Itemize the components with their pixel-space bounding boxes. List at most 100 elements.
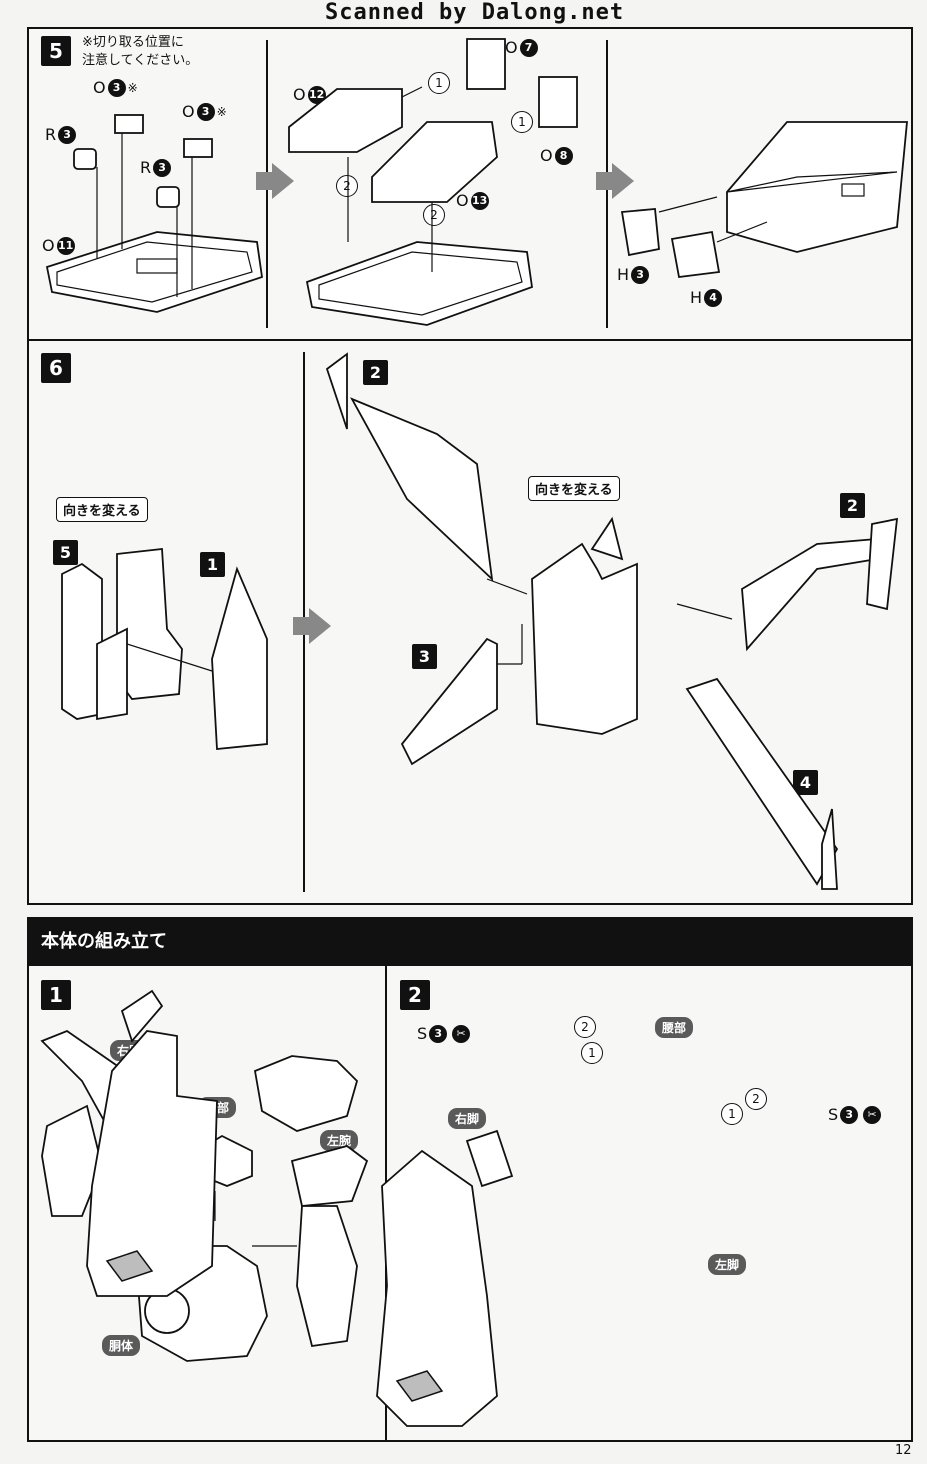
wing-part-2-right: [676, 517, 899, 652]
step6-bubble-left: 向きを変える: [56, 497, 148, 522]
step5-label-o7: O 7: [505, 38, 538, 57]
next-step-arrow: [256, 163, 294, 199]
step5-note: ※切り取る位置に 注意してください。: [82, 35, 199, 68]
part-number: 3: [58, 125, 77, 144]
part-letter: O: [93, 78, 106, 97]
part-number: 3: [153, 158, 172, 177]
booster-block: [61, 548, 183, 721]
part-o13: [371, 121, 498, 272]
step6-number: 6: [41, 353, 71, 383]
next-step-arrow: [293, 608, 331, 644]
step5-label-o8: O 8: [540, 146, 573, 165]
s3-label-right: S 3 ✂: [828, 1105, 882, 1124]
nose-part-1: [211, 566, 268, 750]
part-letter: R: [140, 158, 152, 177]
side-armor-left: [120, 989, 164, 1043]
order-mark: 2: [574, 1016, 596, 1038]
order-mark: 1: [428, 72, 450, 94]
strut-part-3: [400, 624, 523, 766]
part-number: 8: [554, 146, 573, 165]
gate-cut-icon: ✂: [452, 1024, 471, 1043]
body-step2-number: 2: [400, 980, 430, 1010]
page-number: 12: [895, 1443, 912, 1458]
wing-part-2-top: [325, 352, 528, 595]
side-armor-right: [465, 1129, 514, 1188]
part-number: 13: [470, 191, 489, 210]
part-number: 3: [840, 1105, 859, 1124]
part-letter: O: [293, 85, 306, 104]
step5-label-r3-a: R 3: [45, 125, 77, 144]
part-letter: H: [617, 265, 630, 284]
part-number: 7: [519, 38, 538, 57]
label-left-arm: 左腕: [320, 1130, 359, 1151]
part-o7: [466, 38, 506, 90]
body-illustration: [40, 989, 514, 1427]
frame-part-middle: [305, 241, 533, 326]
s3-label-left: S 3 ✂: [417, 1024, 471, 1043]
step6-bubble-center: 向きを変える: [528, 476, 620, 501]
step5-label-o12: O 12: [293, 85, 326, 104]
body-step1-number: 1: [41, 980, 71, 1010]
part-number: 3: [196, 102, 215, 121]
right-leg: [86, 1030, 218, 1297]
part-h4: [670, 221, 768, 278]
part-r3-b: [156, 186, 180, 297]
cut-mark: ※: [127, 80, 138, 95]
step6-part-5: 5: [53, 540, 78, 565]
assembled-part: [726, 121, 908, 253]
gate-cut-icon: ✂: [863, 1105, 882, 1124]
section-header: 本体の組み立て: [27, 917, 913, 967]
cut-mark: ※: [216, 104, 227, 119]
part-letter: H: [690, 288, 703, 307]
order-mark: 2: [423, 204, 445, 226]
part-number: 3: [429, 1024, 448, 1043]
part-letter: O: [182, 102, 195, 121]
part-o3-b: [183, 138, 213, 289]
frame-part-o11: [45, 231, 263, 313]
step5-label-h3: H 3: [617, 265, 650, 284]
part-o3-a: [114, 114, 144, 249]
part-h3: [620, 196, 718, 257]
part-number: 3: [631, 265, 650, 284]
step5-number: 5: [41, 36, 71, 66]
order-mark: 1: [581, 1042, 603, 1064]
part-letter: S: [417, 1024, 428, 1043]
step5-label-r3-b: R 3: [140, 158, 172, 177]
part-number: 12: [307, 85, 326, 104]
part-number: 4: [704, 288, 723, 307]
label-torso: 胴体: [102, 1335, 141, 1356]
part-r3-a: [73, 148, 98, 259]
part-number: 11: [56, 236, 75, 255]
part-number: 3: [107, 78, 126, 97]
part-letter: R: [45, 125, 57, 144]
watermark: Scanned by Dalong.net: [325, 0, 625, 25]
step6-illustration: [61, 352, 899, 890]
waist: [253, 1055, 359, 1132]
part-letter: O: [540, 146, 553, 165]
step5-label-h4: H 4: [690, 288, 723, 307]
label-left-leg: 左脚: [708, 1254, 747, 1275]
order-mark: 2: [336, 175, 358, 197]
order-mark: 1: [721, 1103, 743, 1125]
step6-part-2-right: 2: [840, 493, 865, 518]
label-waist: 腰部: [655, 1017, 694, 1038]
order-mark: 2: [745, 1088, 767, 1110]
part-letter: O: [505, 38, 518, 57]
left-leg: [376, 1149, 498, 1427]
center-block: [531, 516, 638, 735]
step6-part-4: 4: [793, 770, 818, 795]
step5-label-o3-a: O 3 ※: [93, 78, 138, 97]
step5-label-o3-b: O 3 ※: [182, 102, 227, 121]
part-letter: O: [456, 191, 469, 210]
step5-label-o13: O 13: [456, 191, 489, 210]
part-letter: O: [42, 236, 55, 255]
step5-illustration: [45, 38, 908, 326]
step6-part-1: 1: [200, 552, 225, 577]
part-o8: [538, 76, 578, 128]
next-step-arrow: [596, 163, 634, 199]
step5-label-o11: O 11: [42, 236, 75, 255]
step6-part-3: 3: [412, 644, 437, 669]
left-arm: [252, 1145, 369, 1348]
step6-part-2-top: 2: [363, 360, 388, 385]
order-mark: 1: [511, 111, 533, 133]
